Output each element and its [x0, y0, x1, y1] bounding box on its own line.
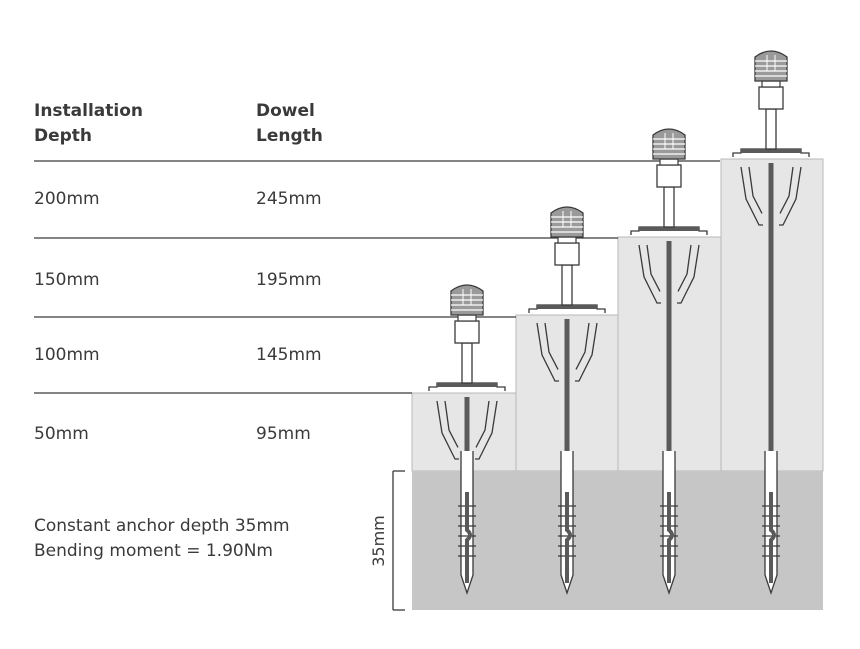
anchor-pin: [769, 492, 776, 583]
dowel-neck: [663, 186, 675, 228]
row-depth-150: 150mm: [34, 270, 100, 290]
substrate-layer: [412, 471, 823, 610]
dowel-neck: [461, 342, 473, 384]
header-dowel-length: Dowel Length: [256, 99, 323, 149]
dowel-rod: [666, 241, 672, 476]
dowel-plate-band: [639, 227, 699, 231]
header-dowel-length-line2: Length: [256, 126, 323, 146]
dowel-connector: [758, 86, 784, 110]
row-length-195: 195mm: [256, 270, 322, 290]
dowel-collar: [557, 236, 577, 244]
row-divider-lines: [34, 160, 720, 394]
row-length-95: 95mm: [256, 424, 311, 444]
dowel-195: [630, 128, 708, 596]
row-depth-50: 50mm: [34, 424, 89, 444]
dowel-245: [732, 50, 810, 596]
anchor-pin: [565, 492, 572, 583]
dowels: [428, 50, 810, 596]
dowel-plate-band: [537, 305, 597, 309]
dowel-connector: [454, 320, 480, 344]
dowel-neck: [561, 264, 573, 306]
note-bending-moment: Bending moment = 1.90Nm: [34, 541, 273, 561]
dowel-sleeve: [740, 166, 802, 226]
dowel-connector: [656, 164, 682, 188]
dimension-label: 35mm: [369, 515, 388, 567]
dowel-plate-band: [437, 383, 497, 387]
row-depth-200: 200mm: [34, 189, 100, 209]
row-length-145: 145mm: [256, 345, 322, 365]
dimension-35mm: 35mm: [369, 470, 405, 611]
header-installation-depth-line2: Depth: [34, 126, 93, 146]
row-length-245: 245mm: [256, 189, 322, 209]
note-anchor-depth: Constant anchor depth 35mm: [34, 516, 290, 536]
dowel-collar: [761, 80, 781, 88]
dowel-sleeve: [536, 322, 598, 382]
dowel-95: [428, 284, 506, 596]
header-installation-depth-line1: Installation: [34, 101, 144, 121]
row-depth-100: 100mm: [34, 345, 100, 365]
header-installation-depth: Installation Depth: [34, 99, 143, 149]
dowel-sleeve: [638, 244, 700, 304]
dowel-collar: [659, 158, 679, 166]
dowel-rod: [564, 319, 570, 476]
anchor-pin: [667, 492, 674, 583]
dowel-145: [528, 206, 606, 596]
dowel-neck: [765, 108, 777, 150]
anchor-pin: [465, 492, 472, 583]
dowel-collar: [457, 314, 477, 322]
header-dowel-length-line1: Dowel: [256, 101, 315, 121]
dowel-connector: [554, 242, 580, 266]
dowel-rod: [768, 163, 774, 476]
dowel-plate-band: [741, 149, 801, 153]
dowel-sleeve: [436, 400, 498, 460]
dowel-rod: [464, 397, 470, 476]
